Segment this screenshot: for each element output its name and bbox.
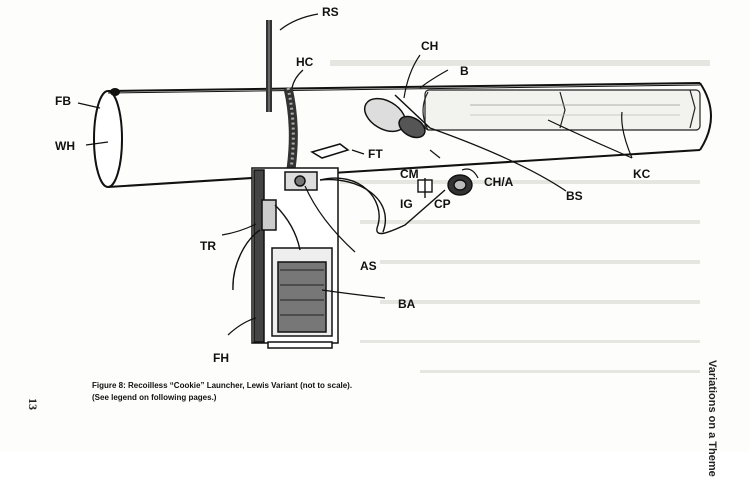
- front-bead: [110, 88, 120, 96]
- firing-terminal: [310, 143, 350, 159]
- label-ig: IG: [400, 197, 413, 211]
- charge-holder: [363, 94, 431, 139]
- label-tr: TR: [200, 239, 216, 253]
- label-bs: BS: [566, 189, 583, 203]
- label-ft: FT: [368, 147, 383, 161]
- label-ba: BA: [398, 297, 416, 311]
- leader-lines: [77, 13, 633, 336]
- running-header: Variations on a Theme: [706, 360, 718, 477]
- bleed-through-texture: [330, 60, 710, 373]
- label-hc: HC: [296, 55, 314, 69]
- caption-line-1: Figure 8: Recoilless “Cookie” Launcher, …: [92, 381, 353, 390]
- caption-line-2: (See legend on following pages.): [92, 393, 217, 402]
- figure-caption: Figure 8: Recoilless “Cookie” Launcher, …: [92, 380, 512, 404]
- scanned-page: RS HC CH B FB WH FT CM CH/A IG CP KC BS …: [26, 5, 718, 477]
- label-b: B: [460, 64, 469, 78]
- launcher-tube: [93, 82, 712, 188]
- label-cm: CM: [400, 167, 419, 181]
- label-cp: CP: [434, 197, 451, 211]
- label-cha: CH/A: [484, 175, 514, 189]
- label-ch: CH: [421, 39, 438, 53]
- rear-sight: [266, 20, 272, 112]
- firing-wires: [232, 177, 446, 291]
- label-fh: FH: [213, 351, 229, 365]
- label-as: AS: [360, 259, 377, 273]
- label-rs: RS: [322, 5, 339, 19]
- cookie-cylinder: [422, 89, 701, 131]
- page-number: 13: [26, 398, 40, 410]
- foregrip-handle: [251, 167, 339, 349]
- label-kc: KC: [633, 167, 651, 181]
- igniter-assembly: [417, 174, 473, 198]
- launcher-diagram: RS HC CH B FB WH FT CM CH/A IG CP KC BS …: [55, 5, 712, 373]
- label-wh: WH: [55, 139, 75, 153]
- label-fb: FB: [55, 94, 71, 108]
